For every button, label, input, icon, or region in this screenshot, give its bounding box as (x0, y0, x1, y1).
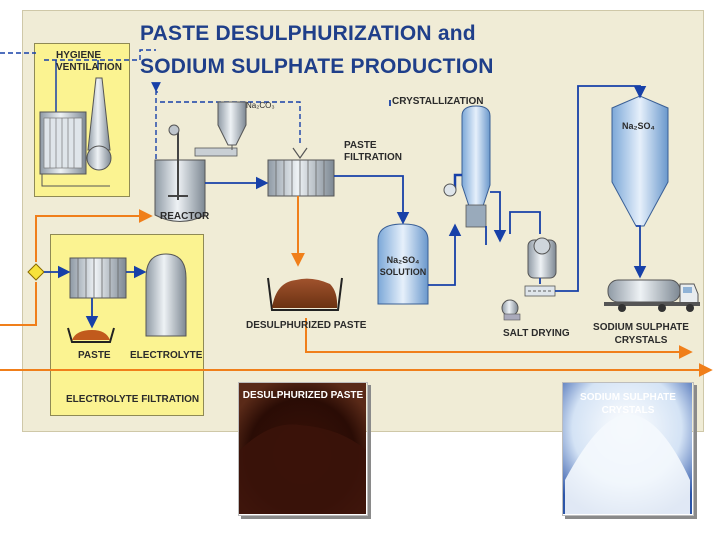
label-sodium-sulphate-1: SODIUM SULPHATE (593, 322, 689, 333)
label-crystallization: CRYSTALLIZATION (392, 96, 484, 107)
crystals-photo-caption-2: CRYSTALS (601, 405, 655, 416)
electrolyte-tank (145, 253, 187, 337)
label-sodium-sulphate-2: CRYSTALS (614, 335, 668, 346)
salt-drying-unit (501, 237, 557, 321)
label-desulphurized-paste: DESULPHURIZED PASTE (246, 320, 367, 331)
label-electrolyte: ELECTROLYTE (130, 350, 203, 361)
label-na2so4-solution-2: SOLUTION (379, 267, 427, 277)
crystals-photo-caption-1: SODIUM SULPHATE (580, 392, 676, 403)
label-paste-filtration-2: FILTRATION (344, 152, 402, 163)
label-na2co3: Na₂CO₃ (246, 101, 275, 110)
paste-photo-caption: DESULPHURIZED PASTE (242, 390, 364, 401)
crystal-photo-pile (565, 414, 690, 514)
paste-photo-highlight (238, 424, 366, 514)
label-hygiene: HYGIENE (56, 50, 102, 61)
label-na2so4-solution-1: Na₂SO₄ (386, 255, 420, 265)
label-electrolyte-filtration: ELECTROLYTE FILTRATION (66, 394, 200, 405)
label-paste-filtration-1: PASTE (344, 140, 377, 151)
sodium-sulphate-photo: SODIUM SULPHATE CRYSTALS (562, 382, 694, 516)
label-salt-drying: SALT DRYING (503, 328, 570, 339)
label-reactor: REACTOR (160, 211, 210, 222)
orange-flow-lines (0, 196, 713, 377)
label-ventilation: VENTILATION (56, 62, 122, 73)
paste-tray-small (67, 327, 115, 343)
label-paste: PASTE (78, 350, 111, 361)
title-line-2: SODIUM SULPHATE PRODUCTION (140, 55, 494, 78)
ventilation-filter-unit (39, 60, 112, 187)
reactor-vessel (154, 124, 206, 222)
ventilation-dashed-lines (0, 49, 301, 160)
na2co3-hopper (194, 101, 247, 157)
desulphurized-paste-photo: DESULPHURIZED PASTE (238, 382, 368, 516)
paste-filter-press (267, 147, 335, 197)
title-line-1: PASTE DESULPHURIZATION and (140, 22, 476, 45)
electrolyte-filter-press (69, 257, 127, 299)
crystallizer (443, 105, 491, 228)
label-na2so4-silo: Na₂SO₄ (622, 121, 655, 131)
blue-flow-lines (44, 85, 647, 329)
desulphurized-paste-tray (267, 277, 343, 311)
na2so4-silo (611, 95, 669, 227)
tanker-truck (604, 279, 700, 312)
feed-valve (27, 263, 45, 281)
